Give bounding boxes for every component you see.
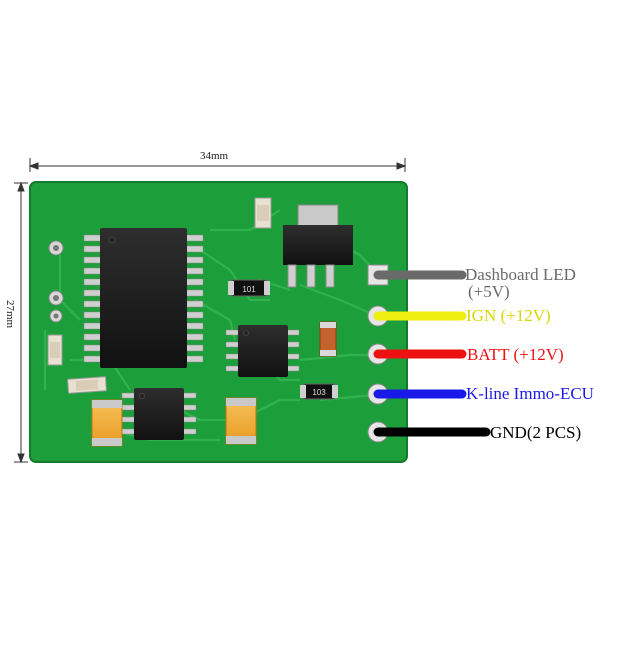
svg-text:101: 101 [242,285,256,294]
wire-lines [373,270,491,437]
left-pads [48,240,64,323]
width-dimension-line [28,158,407,172]
height-dimension-label: 27mm [4,299,17,329]
tantalum-capacitor-right [225,397,257,445]
resistor-470 [67,376,107,394]
diode [319,321,337,357]
resistor-103: 103 [300,383,338,400]
label-batt: BATT (+12V) [467,345,564,364]
label-gnd: GND(2 PCS) [490,423,582,442]
tantalum-capacitor-left [91,399,123,447]
resistor-101: 101 [228,279,270,297]
label-dashboard-led: Dashboard LED [465,265,576,284]
ic-chip-right [225,325,300,377]
label-dashboard-led-voltage: (+5V) [468,282,510,301]
main-ic-chip [83,228,204,368]
width-dimension-label: 34mm [200,150,229,162]
voltage-regulator [283,204,353,288]
label-ign: IGN (+12V) [466,306,551,325]
svg-text:103: 103 [312,388,326,397]
height-dimension-line [14,181,28,464]
label-k-line: K-line Immo-ECU [466,384,594,403]
